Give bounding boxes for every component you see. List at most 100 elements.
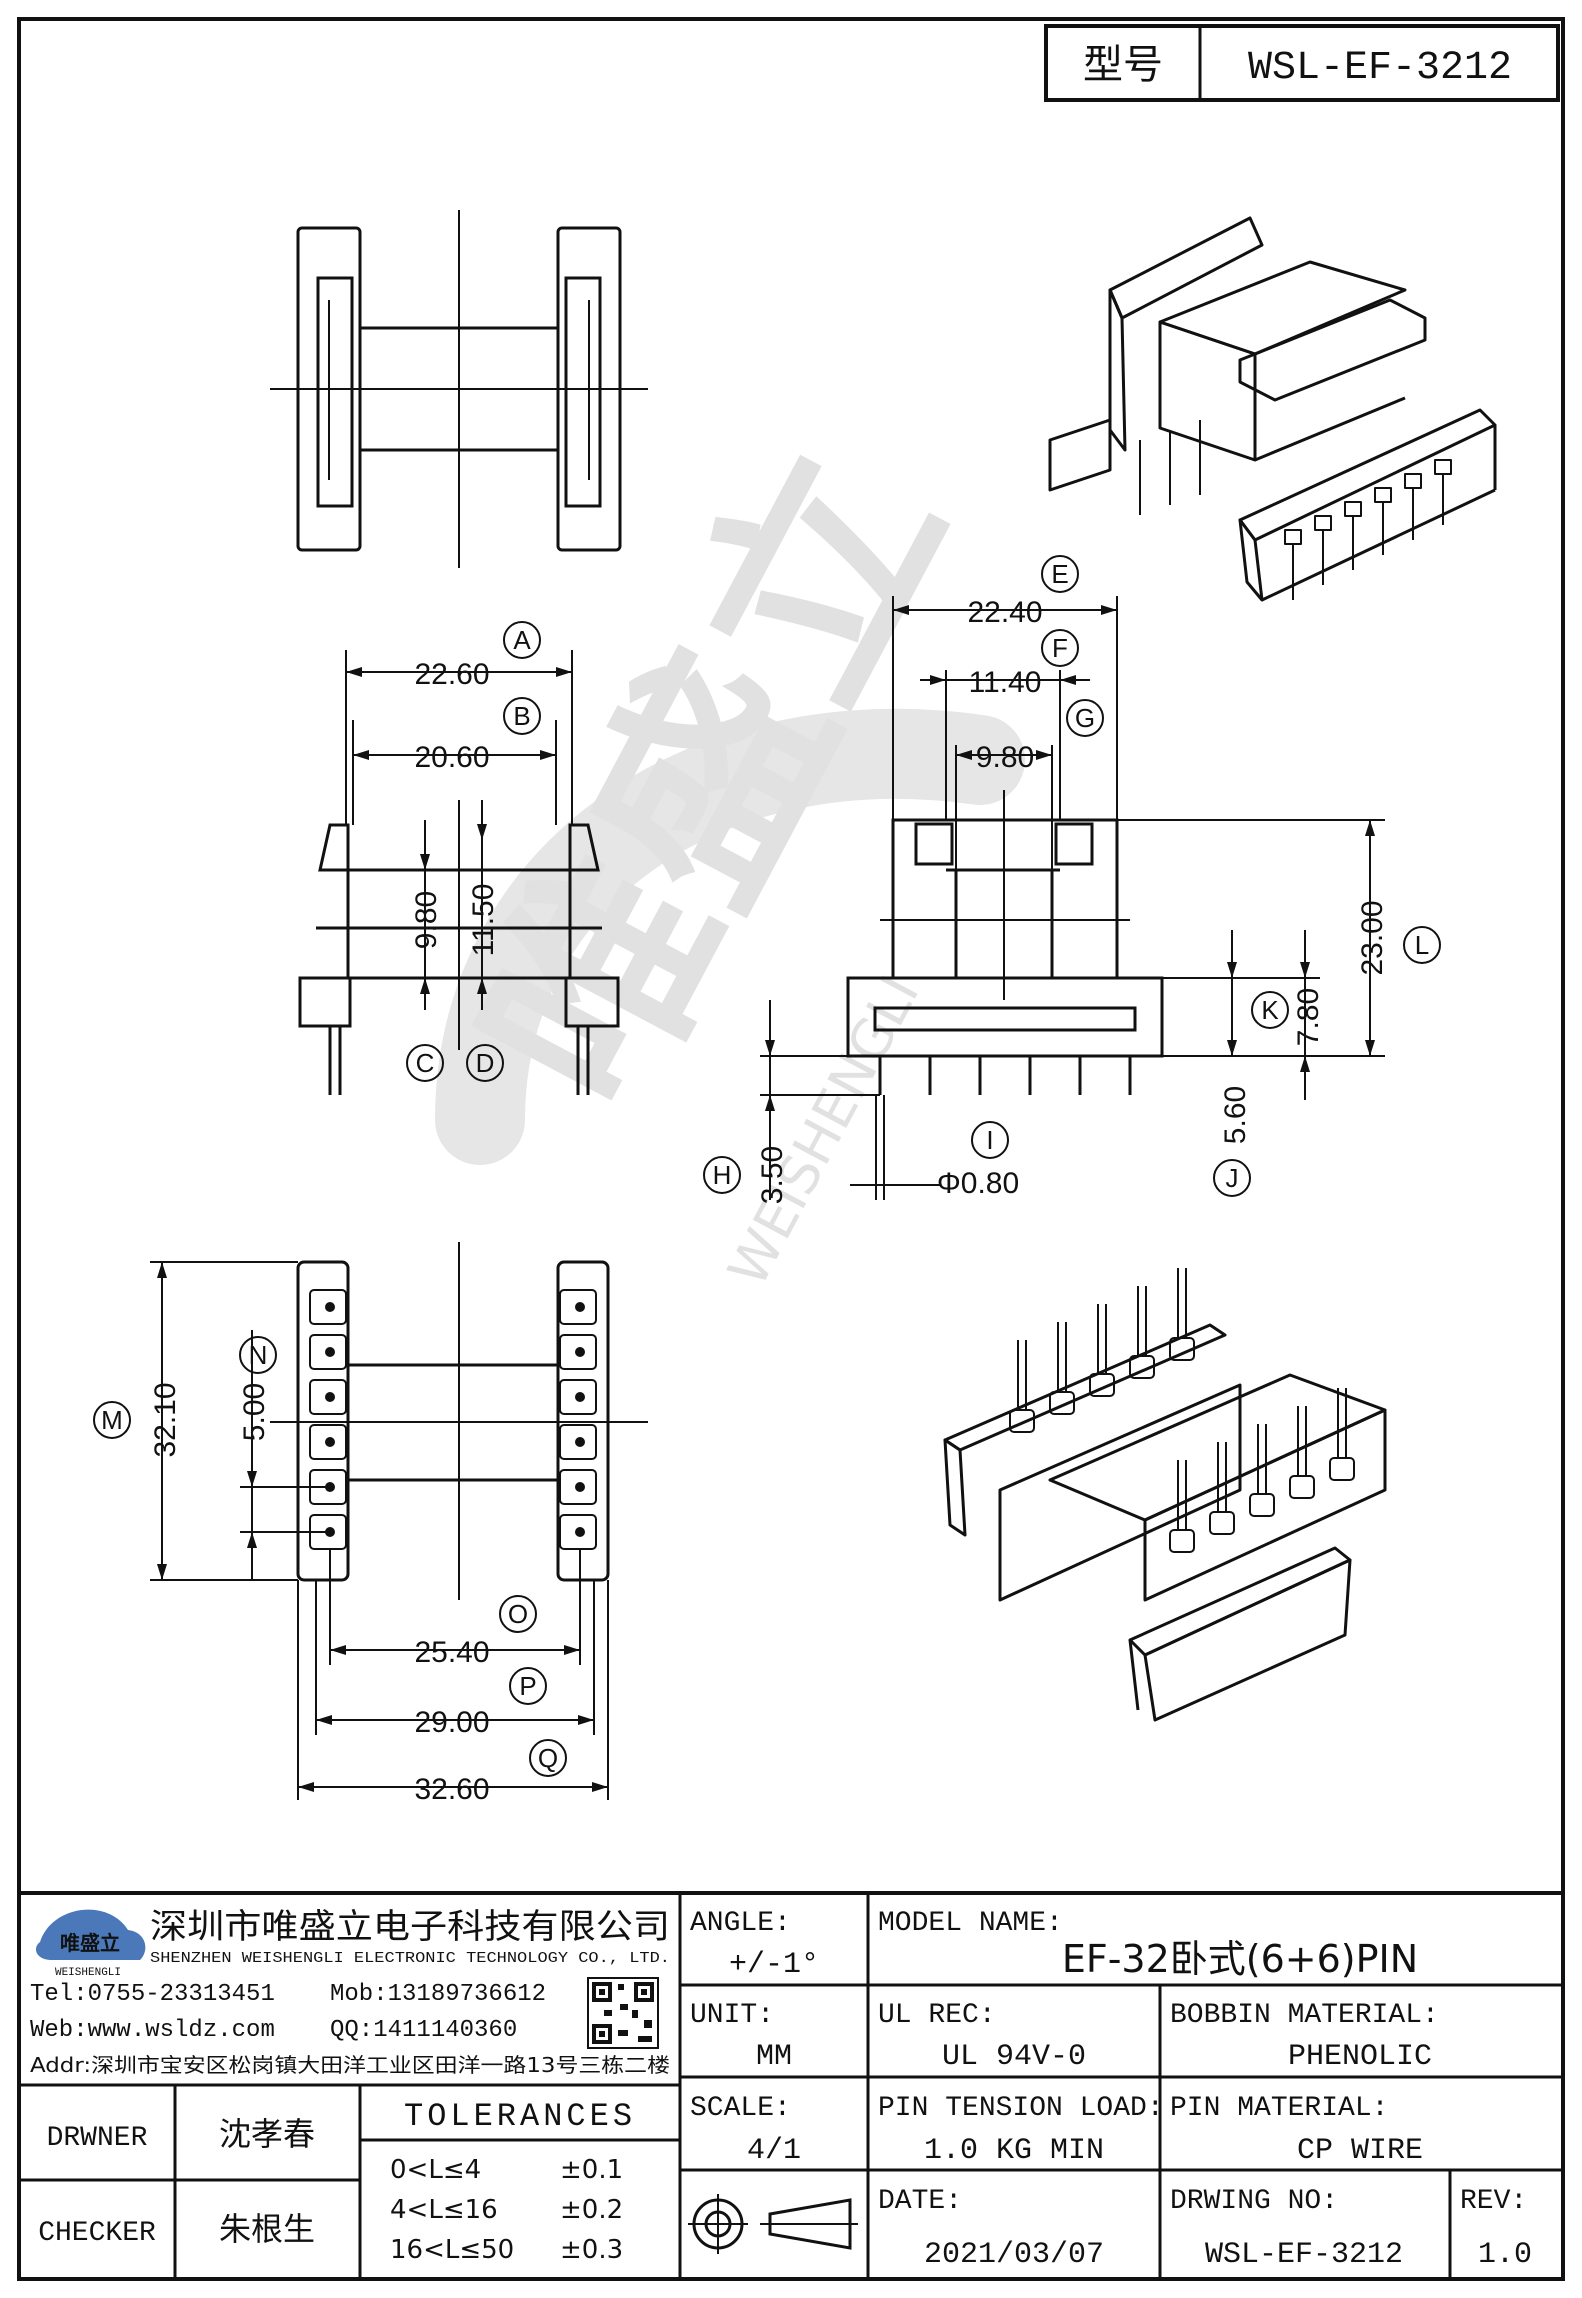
drawner-label: DRWNER [47,2123,148,2154]
svg-text:G: G [1075,703,1095,733]
company-tel: Tel:0755-23313451 [30,1981,275,2008]
front-view [298,650,620,1095]
dim-l-label: L [1403,926,1441,964]
dim-k-value: 7.80 [1292,988,1325,1046]
dim-m-label: M [93,1401,131,1439]
dim-h-label: H [703,1156,741,1194]
side-view [760,596,1385,1200]
dim-e-value: 22.40 [967,596,1042,629]
dim-g-label: G [1066,699,1104,737]
tol-row-3-range: 16<L≤50 [390,2235,514,2265]
company-qq: QQ:1411140360 [330,2017,517,2044]
svg-text:M: M [101,1405,123,1435]
title-block-grid [19,1893,1563,2279]
model-header-label: 型号 [1083,42,1163,88]
dim-i-value: Φ0.80 [937,1167,1019,1200]
pin-material-value: CP WIRE [1297,2134,1423,2168]
svg-text:J: J [1226,1163,1239,1193]
model-name-value: EF-32卧式(6+6)PIN [1062,1937,1418,1981]
scale-label: SCALE: [690,2093,791,2124]
bobbin-material-value: PHENOLIC [1288,2040,1432,2074]
dim-a-label: A [503,621,541,659]
dim-q-value: 32.60 [414,1773,489,1806]
tol-row-2-range: 4<L≤16 [390,2195,498,2225]
dim-d-value: 11.50 [467,884,500,957]
dim-p-value: 29.00 [414,1706,489,1739]
unit-value: MM [756,2040,792,2074]
company-name-cn: 深圳市唯盛立电子科技有限公司 [150,1907,670,1947]
svg-text:C: C [416,1048,435,1078]
tol-row-1-range: 0<L≤4 [390,2155,481,2185]
dim-m-value: 32.10 [149,1382,182,1457]
dim-o-label: O [499,1595,537,1633]
iso-view-bottom [943,1268,1387,1722]
dim-n-label: N [239,1336,277,1374]
top-view [270,210,648,568]
svg-text:F: F [1052,633,1068,663]
iso-view-top [1048,216,1497,602]
dim-q-label: Q [529,1739,567,1777]
dim-b-value: 20.60 [414,741,489,774]
model-header-value: WSL-EF-3212 [1248,46,1512,91]
logo-sub: WEISHENGLI [55,1967,121,1979]
svg-text:D: D [476,1048,495,1078]
drawner-value: 沈孝春 [219,2115,315,2153]
dim-f-label: F [1041,629,1079,667]
svg-text:I: I [986,1125,993,1155]
svg-text:K: K [1261,995,1279,1025]
unit-label: UNIT: [690,2000,774,2031]
dim-k-label: K [1251,991,1289,1029]
dim-b-label: B [503,697,541,735]
dim-j-value: 5.60 [1219,1086,1252,1144]
dim-e-label: E [1041,555,1079,593]
checker-value: 朱根生 [219,2210,315,2248]
pin-tension-label: PIN TENSION LOAD: [878,2093,1164,2124]
drwing-no-value: WSL-EF-3212 [1205,2238,1403,2272]
dim-n-value: 5.00 [238,1383,271,1441]
svg-text:B: B [513,701,530,731]
svg-text:P: P [519,1671,536,1701]
scale-value: 4/1 [747,2134,801,2168]
dim-h-value: 3.50 [756,1146,789,1204]
pin-tension-value: 1.0 KG MIN [924,2134,1104,2168]
dim-d-label: D [466,1044,504,1082]
svg-text:N: N [249,1340,268,1370]
dim-a-value: 22.60 [414,658,489,691]
dim-c-label: C [406,1044,444,1082]
drwing-no-label: DRWING NO: [1170,2186,1338,2217]
company-mob: Mob:13189736612 [330,1981,546,2008]
bobbin-material-label: BOBBIN MATERIAL: [1170,2000,1439,2031]
model-header: 型号 WSL-EF-3212 [1044,24,1560,102]
angle-label: ANGLE: [690,1908,791,1939]
dim-g-value: 9.80 [976,741,1034,774]
svg-text:L: L [1415,930,1429,960]
outer-border [17,17,1565,2281]
tol-row-3-value: ±0.3 [560,2235,623,2265]
dim-l-value: 23.00 [1356,900,1389,975]
company-logo: 唯盛立 WEISHENGLI [36,1909,146,1979]
company-web: Web:www.wsldz.com [30,2017,275,2044]
projection-symbol-icon [688,2194,858,2254]
tol-row-2-value: ±0.2 [560,2195,623,2225]
dim-o-value: 25.40 [414,1636,489,1669]
ul-value: UL 94V-0 [942,2040,1086,2074]
model-name-label: MODEL NAME: [878,1908,1063,1939]
dim-i-label: I [971,1121,1009,1159]
angle-value: +/-1° [729,1948,819,1982]
company-addr: Addr:深圳市宝安区松岗镇大田洋工业区田洋一路13号三栋二楼 [30,2053,670,2077]
rev-label: REV: [1460,2186,1527,2217]
bottom-view [150,1242,648,1800]
svg-text:Q: Q [538,1743,558,1773]
svg-text:A: A [513,625,531,655]
logo-text: 唯盛立 [60,1931,120,1955]
watermark-en: WEISHENGLI [716,966,932,1296]
svg-text:O: O [508,1599,528,1629]
rev-value: 1.0 [1478,2238,1532,2272]
dim-f-value: 11.40 [969,666,1042,699]
date-label: DATE: [878,2186,962,2217]
dim-j-label: J [1213,1159,1251,1197]
svg-text:E: E [1051,559,1068,589]
dim-p-label: P [509,1667,547,1705]
date-value: 2021/03/07 [924,2238,1104,2272]
